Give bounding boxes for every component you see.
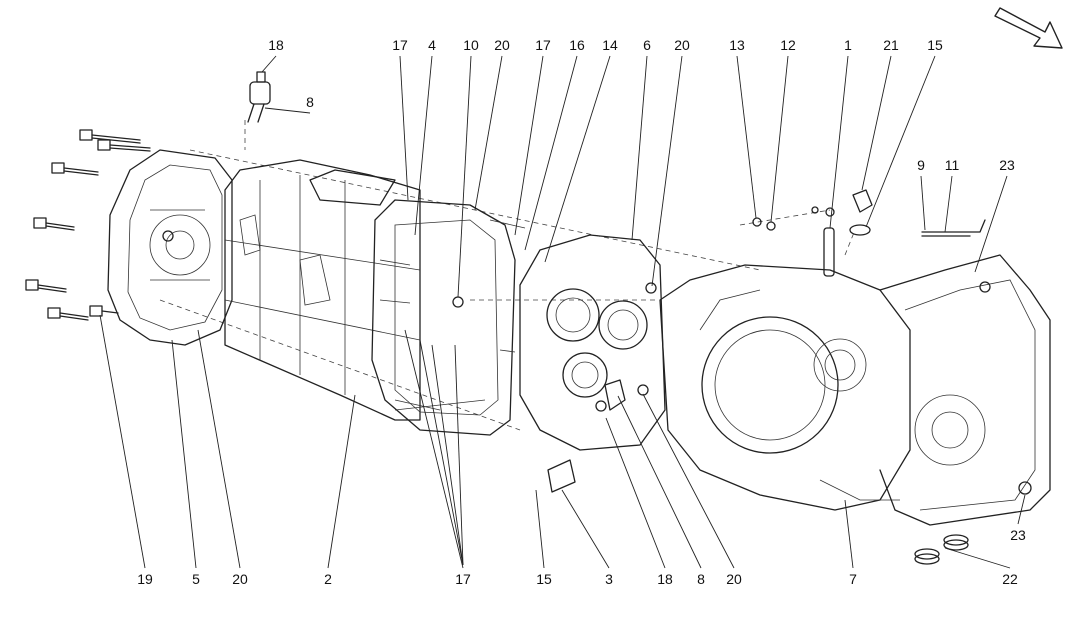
callout-14: 14 xyxy=(602,37,618,53)
leader-line-top-13 xyxy=(736,55,757,219)
callout-20: 20 xyxy=(674,37,690,53)
callout-18: 18 xyxy=(268,37,284,53)
callout-20: 20 xyxy=(232,571,248,587)
callout-21: 21 xyxy=(883,37,899,53)
leader-line-top-17 xyxy=(514,55,544,236)
leader-lines xyxy=(99,55,1026,569)
callouts-bottom: 19 5 20 2 17 15 3 18 8 20 7 23 22 xyxy=(137,527,1026,587)
leader-line-bot-17-fan xyxy=(431,344,464,566)
callout-23: 23 xyxy=(1010,527,1026,543)
leader-line-top-6 xyxy=(631,55,648,241)
leader-line-top-18 xyxy=(261,55,277,73)
main-case xyxy=(224,159,421,421)
leader-line-bot-18 xyxy=(605,417,666,569)
leader-line-top-10 xyxy=(457,55,472,298)
leader-line-top-1 xyxy=(829,55,849,229)
leader-line-top-15 xyxy=(865,55,936,228)
callout-18: 18 xyxy=(657,571,673,587)
leader-line-top-4 xyxy=(414,55,433,236)
callout-8: 8 xyxy=(306,94,314,110)
callout-16: 16 xyxy=(569,37,585,53)
leader-line-top-11 xyxy=(944,175,953,233)
callout-5: 5 xyxy=(192,571,200,587)
direction-arrow-icon xyxy=(994,7,1063,49)
end-cover xyxy=(107,149,233,346)
callout-10: 10 xyxy=(463,37,479,53)
callout-3: 3 xyxy=(605,571,613,587)
callout-8: 8 xyxy=(697,571,705,587)
leader-line-top-20 xyxy=(651,55,683,287)
callouts-top: 18 8 17 4 10 20 17 16 14 6 20 13 12 1 21 15 9 11 23 xyxy=(268,37,1015,173)
leader-line-bot-2 xyxy=(327,394,356,569)
callout-6: 6 xyxy=(643,37,651,53)
callout-4: 4 xyxy=(428,37,436,53)
callout-23: 23 xyxy=(999,157,1015,173)
leader-line-top-23 xyxy=(974,175,1008,273)
callout-17: 17 xyxy=(455,571,471,587)
leader-line-bot-19 xyxy=(99,314,146,569)
callout-19: 19 xyxy=(137,571,153,587)
rear-housing xyxy=(879,254,1051,526)
callout-15: 15 xyxy=(927,37,943,53)
speed-sensor-top xyxy=(247,71,271,123)
callout-22: 22 xyxy=(1002,571,1018,587)
leader-line-top-21 xyxy=(861,55,892,191)
leader-line-top-17 xyxy=(399,55,409,201)
callout-11: 11 xyxy=(945,157,960,173)
leader-line-bot-17 xyxy=(404,329,464,569)
leader-line-bot-7 xyxy=(844,499,854,569)
leader-line-top-12 xyxy=(770,55,789,223)
callout-9: 9 xyxy=(917,157,925,173)
differential-housing xyxy=(659,264,911,511)
callout-2: 2 xyxy=(324,571,332,587)
callout-7: 7 xyxy=(849,571,857,587)
leader-line-bot-15 xyxy=(535,489,545,569)
intermediate-plate xyxy=(371,199,526,436)
callout-17: 17 xyxy=(535,37,551,53)
leader-line-top-20 xyxy=(474,55,503,211)
leader-line-bot-3 xyxy=(561,489,610,569)
leader-line-bot-20 xyxy=(642,393,735,569)
small-parts xyxy=(752,189,986,277)
leader-line-bot-17-fan xyxy=(454,344,464,566)
callout-17: 17 xyxy=(392,37,408,53)
callout-15: 15 xyxy=(536,571,552,587)
leader-line-bot-5 xyxy=(171,339,197,569)
callout-20: 20 xyxy=(726,571,742,587)
bearing-support xyxy=(519,234,666,451)
leader-line-top-14 xyxy=(544,55,611,263)
leader-line-bot-22 xyxy=(944,547,1011,569)
callout-20: 20 xyxy=(494,37,510,53)
callout-1: 1 xyxy=(844,37,852,53)
leader-line-top-16 xyxy=(524,55,578,251)
leader-line-top-9 xyxy=(920,175,926,231)
leader-line-bot-23 xyxy=(1017,494,1026,525)
leader-line-bot-17-fan xyxy=(419,339,464,566)
callout-12: 12 xyxy=(780,37,796,53)
seals xyxy=(547,459,969,565)
leader-line-bot-20 xyxy=(197,329,241,569)
callout-13: 13 xyxy=(729,37,745,53)
left-bolts xyxy=(25,129,151,321)
leader-line-top-8 xyxy=(264,107,311,114)
leader-line-bot-8 xyxy=(617,395,702,569)
